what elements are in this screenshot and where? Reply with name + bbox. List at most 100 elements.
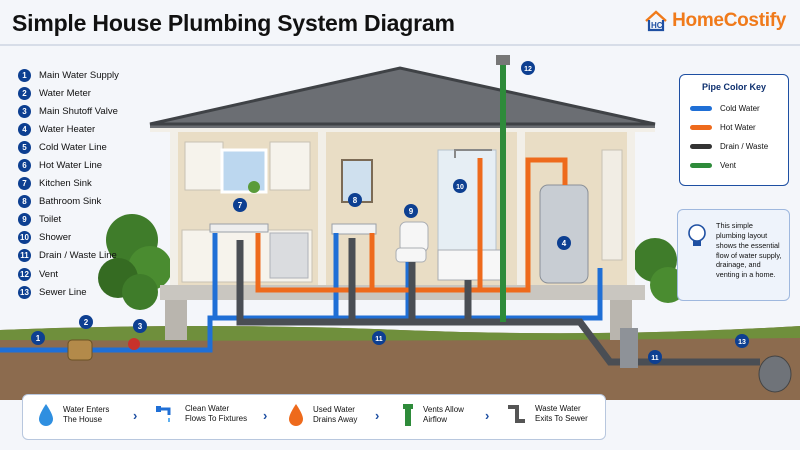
callout-4: 4 — [562, 239, 567, 248]
dishwasher — [269, 232, 309, 279]
upper-cabinet — [269, 141, 311, 191]
legend-label: Sewer Line — [39, 286, 87, 298]
pipe-key-label: Drain / Waste — [720, 142, 769, 151]
legend-label: Hot Water Line — [39, 160, 103, 172]
legend-label: Shower — [39, 232, 72, 244]
upper-cabinet — [184, 141, 224, 191]
callout-3: 3 — [138, 322, 143, 331]
callout-1: 1 — [36, 334, 41, 343]
legend-item: 10 Shower — [18, 229, 119, 247]
callout-2: 2 — [84, 318, 89, 327]
utility-door — [601, 149, 623, 261]
legend-number: 10 — [18, 231, 31, 245]
legend-label: Main Shutoff Valve — [39, 105, 118, 117]
vent-swatch — [690, 163, 712, 168]
info-text: This simple plumbing layout shows the es… — [716, 221, 782, 280]
chevron-right-icon: › — [263, 408, 268, 423]
legend-item: 6 Hot Water Line — [18, 156, 119, 174]
drop-icon — [289, 404, 303, 426]
legend-item: 4 Water Heater — [18, 120, 119, 138]
legend-label: Water Heater — [39, 123, 96, 135]
callout-10: 10 — [456, 184, 464, 191]
flow-step-line1: Waste Water — [535, 403, 581, 413]
sewer-pipe-icon — [508, 405, 525, 423]
flow-step-line1: Clean Water — [185, 403, 230, 413]
cold-water-swatch — [690, 106, 712, 111]
legend-item: 3 Main Shutoff Valve — [18, 102, 119, 120]
kitchen-window — [220, 148, 268, 194]
drain-swatch — [690, 144, 712, 149]
pipe-key-row: Cold Water — [680, 99, 788, 118]
house-logo-icon: HC — [645, 10, 667, 32]
legend-label: Cold Water Line — [39, 141, 107, 153]
header-divider — [0, 44, 800, 46]
vent-pipe-icon — [403, 404, 413, 426]
pipe-key-row: Drain / Waste — [680, 137, 788, 156]
flow-step-line1: Vents Allow — [423, 404, 464, 414]
shower-enclosure — [437, 149, 497, 251]
pipe-key-row: Hot Water — [680, 118, 788, 137]
legend-label: Toilet — [39, 214, 62, 226]
drain-waste-line — [236, 238, 760, 366]
hot-water-swatch — [690, 125, 712, 130]
callout-11: 11 — [651, 355, 659, 362]
brand-logo: HC HomeCostify — [644, 10, 786, 32]
legend-number: 9 — [18, 213, 31, 227]
faucet-icon — [156, 406, 171, 422]
callout-badges: 1 2 3 4 7 8 9 10 11 11 12 13 — [31, 61, 749, 364]
callout-11: 11 — [375, 336, 383, 343]
legend-number: 1 — [18, 68, 31, 82]
legend-item: 13 Sewer Line — [18, 283, 119, 301]
flow-step-line2: Flows To Fixtures — [185, 414, 248, 423]
pipe-key-label: Hot Water — [720, 123, 756, 132]
legend-item: 1 Main Water Supply — [18, 66, 119, 84]
shutoff-valve — [128, 338, 140, 350]
legend-label: Kitchen Sink — [39, 178, 92, 190]
water-meter — [67, 339, 93, 361]
legend-label: Main Water Supply — [39, 69, 119, 81]
chevron-right-icon: › — [375, 408, 380, 423]
flow-step-line2: The House — [63, 415, 103, 424]
kitchen-sink-basin — [209, 223, 269, 233]
brand-name: HomeCostify — [672, 10, 786, 31]
legend-number: 4 — [18, 122, 31, 136]
bush-left — [98, 214, 172, 310]
legend-number: 11 — [18, 249, 31, 263]
page-title: Simple House Plumbing System Diagram — [12, 10, 455, 36]
foundation-pier — [165, 300, 187, 340]
callout-8: 8 — [353, 196, 358, 205]
legend-number: 6 — [18, 159, 31, 173]
chevron-right-icon: › — [133, 408, 138, 423]
water-heater — [539, 184, 589, 284]
pipe-key-title: Pipe Color Key — [701, 82, 766, 92]
chevron-right-icon: › — [485, 408, 490, 423]
legend-label: Water Meter — [39, 87, 91, 99]
hot-water-line — [255, 157, 568, 293]
legend-number: 5 — [18, 140, 31, 154]
callout-13: 13 — [738, 339, 746, 346]
legend-number: 13 — [18, 285, 31, 299]
bathroom-sink-basin — [331, 223, 377, 235]
flow-step-line2: Drains Away — [313, 415, 358, 424]
legend-item: 5 Cold Water Line — [18, 138, 119, 156]
callout-7: 7 — [238, 201, 243, 210]
flow-step-line1: Used Water — [313, 404, 355, 414]
pipe-color-key: Pipe Color Key Cold Water Hot Water Drai… — [679, 74, 789, 186]
callout-9: 9 — [409, 207, 414, 216]
legend-number: 3 — [18, 104, 31, 118]
lightbulb-icon — [688, 224, 706, 246]
bathtub — [437, 249, 503, 281]
legend-number: 8 — [18, 195, 31, 209]
pipe-key-row: Vent — [680, 156, 788, 175]
ground-grass — [0, 326, 800, 341]
